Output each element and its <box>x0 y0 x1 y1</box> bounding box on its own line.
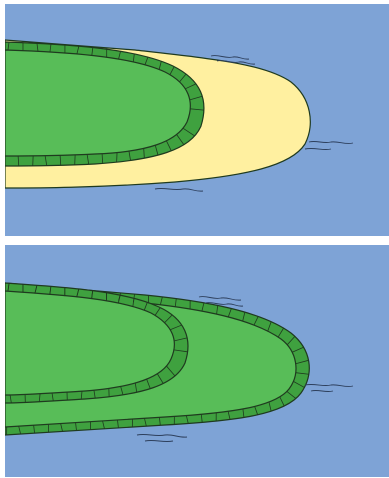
after-illustration <box>5 245 389 477</box>
panel-before <box>5 4 389 236</box>
panel-after <box>5 245 389 477</box>
before-illustration <box>5 4 389 236</box>
